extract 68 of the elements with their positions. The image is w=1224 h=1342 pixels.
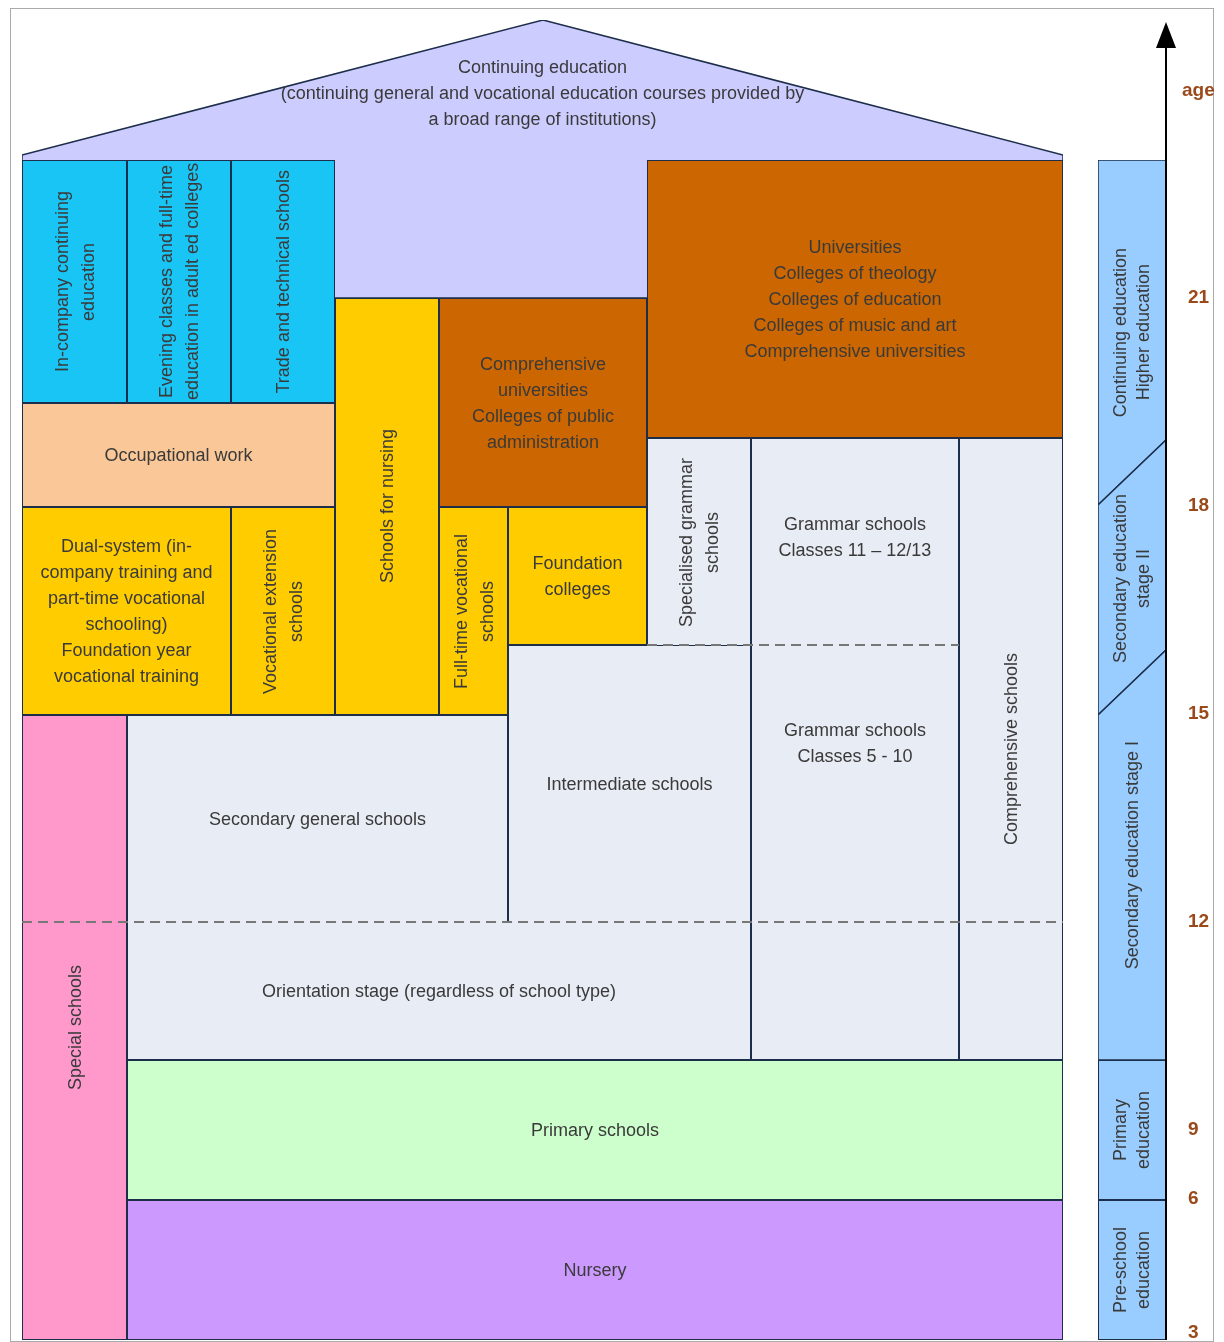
- school-box: [439, 507, 508, 715]
- box-label: Orientation stage (regardless of school type): [261, 979, 617, 1003]
- box-label: Secondary education stage I: [1120, 740, 1143, 970]
- stage-band: [1098, 1060, 1166, 1200]
- school-box: [647, 160, 1063, 438]
- school-box: [127, 922, 751, 1060]
- box-label: Primary education: [1109, 1089, 1154, 1172]
- school-box: [959, 438, 1063, 1060]
- school-box: [22, 403, 335, 507]
- age-tick-label: 18: [1188, 494, 1210, 516]
- school-box: [22, 507, 231, 715]
- school-box: [22, 715, 127, 1340]
- box-label: Comprehensive universities: [744, 340, 966, 363]
- school-box: [127, 1200, 1063, 1340]
- box-label: Intermediate schools: [546, 773, 713, 796]
- school-box: [647, 438, 751, 645]
- school-box: [508, 645, 751, 922]
- school-box: [127, 715, 508, 922]
- box-label: Comprehensive schools: [1000, 652, 1022, 846]
- box-label: Vocational extension schools: [259, 527, 307, 696]
- age-tick-label: 15: [1188, 702, 1210, 724]
- box-label: Classes 11 – 12/13: [778, 539, 932, 562]
- box-label: Colleges of education: [767, 288, 943, 311]
- school-box: [751, 645, 959, 1060]
- box-label: Trade and technical schools: [272, 169, 294, 394]
- box-label: Occupational work: [104, 444, 253, 467]
- box-label: Evening classes and full-time education in adult ed colleges: [155, 161, 203, 402]
- stage-band: [1098, 1200, 1166, 1340]
- age-tick-label: 9: [1188, 1118, 1199, 1140]
- box-label: Primary schools: [531, 1119, 659, 1142]
- box-label: Classes 5 - 10: [796, 745, 914, 768]
- box-label: Continuing education: [1109, 247, 1131, 418]
- box-label: Foundation colleges: [531, 552, 624, 601]
- box-label: (continuing general and vocational education courses provided by a broad range of institutions): [279, 82, 806, 131]
- school-box: [231, 507, 335, 715]
- box-label: Higher education: [1132, 263, 1154, 403]
- box-label: Grammar schools: [784, 719, 926, 742]
- box-label: Specialised grammar schools: [675, 456, 723, 629]
- school-box: [751, 438, 959, 645]
- box-label: Full-time vocational schools: [449, 532, 498, 691]
- box-label: Secondary general schools: [208, 808, 427, 831]
- school-box: [127, 160, 231, 403]
- age-tick-label: 6: [1188, 1187, 1199, 1209]
- age-tick-label: 12: [1188, 910, 1210, 932]
- box-label: Colleges of public administration: [470, 404, 616, 454]
- box-label: Secondary education stage II: [1109, 492, 1154, 663]
- school-box: [508, 507, 647, 645]
- box-label: Grammar schools: [782, 513, 927, 536]
- box-label: In-company continuing education: [50, 189, 99, 375]
- box-label: Foundation year vocational training: [52, 639, 201, 688]
- age-tick-label: 3: [1188, 1321, 1199, 1342]
- age-tick-label: 21: [1188, 286, 1210, 308]
- box-label: Dual-system (in-company training and part-time vocational schooling): [39, 535, 214, 636]
- box-label: Universities: [807, 236, 903, 259]
- axis-title: age: [1182, 79, 1215, 101]
- box-label: Nursery: [563, 1259, 627, 1282]
- school-box: [231, 160, 335, 403]
- box-label: Comprehensive universities: [478, 352, 608, 402]
- box-label: Special schools: [63, 964, 86, 1091]
- school-box: [22, 160, 127, 403]
- box-label: Schools for nursing: [376, 429, 398, 584]
- school-box: [335, 298, 439, 715]
- box-label: Colleges of music and art: [752, 314, 958, 337]
- box-label: Continuing education: [456, 56, 629, 79]
- box-label: Colleges of theology: [772, 262, 938, 285]
- school-box: [127, 1060, 1063, 1200]
- school-box: [439, 298, 647, 507]
- box-label: Pre-school education: [1109, 1226, 1154, 1316]
